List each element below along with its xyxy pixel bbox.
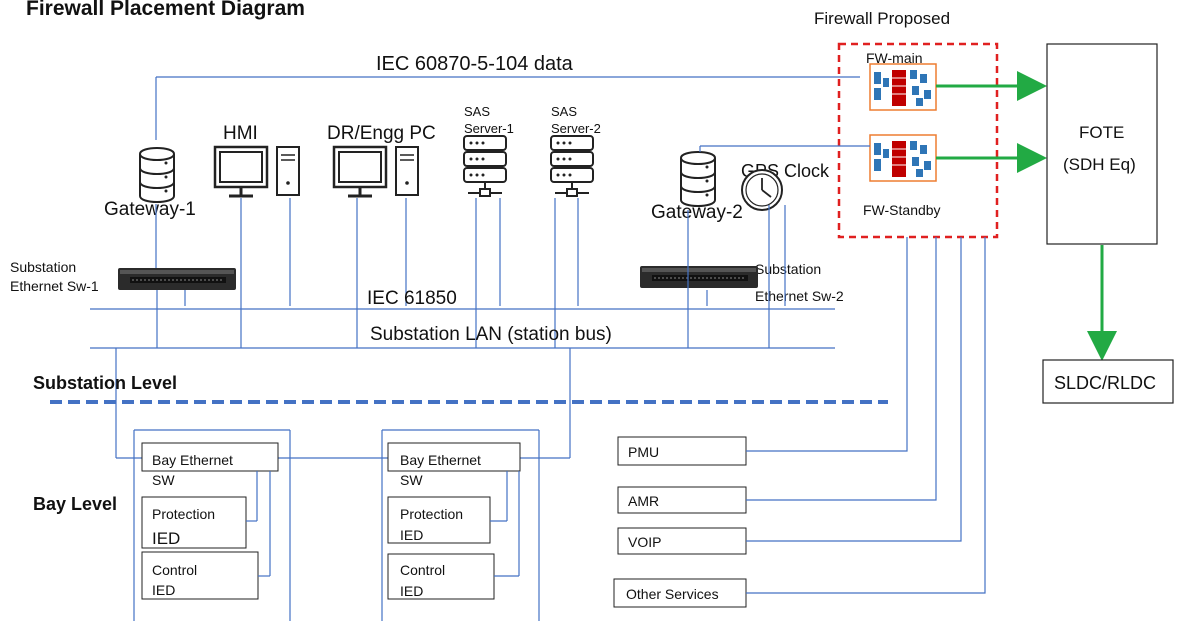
bay-level-label: Bay Level (33, 494, 117, 514)
bay2-control-label: Control (400, 562, 445, 578)
sas1-server-icon (463, 135, 507, 197)
lan-sub-label: Substation LAN (station bus) (370, 324, 612, 345)
hmi-label: HMI (223, 123, 258, 144)
bay2-protection-ied-label: IED (400, 527, 423, 543)
gateway2-label: Gateway-2 (651, 202, 743, 223)
fote-sub-label: (SDH Eq) (1063, 155, 1136, 174)
fw-main-icon (869, 63, 937, 111)
gateway1-database-icon (139, 147, 175, 203)
firewall-proposed-box (837, 42, 999, 239)
amr-box (617, 486, 747, 514)
voip-label: VOIP (628, 534, 661, 550)
bay2-ethernet-label: Bay Ethernet (400, 452, 481, 468)
sw1-sub-label: Ethernet Sw-1 (10, 278, 99, 294)
bay1-protection-label: Protection (152, 506, 215, 522)
lan-label: IEC 61850 (367, 288, 457, 309)
sldc-label: SLDC/RLDC (1054, 373, 1156, 393)
fote-label: FOTE (1079, 123, 1124, 142)
fote-box (1046, 43, 1158, 245)
bay1-sw-label: SW (152, 472, 175, 488)
substation-level-label: Substation Level (33, 373, 177, 393)
switch2-icon (639, 265, 759, 289)
sas1-sub-label: Server-1 (464, 121, 514, 136)
other-services-box (613, 578, 747, 608)
sas2-server-icon (550, 135, 594, 197)
diagram-title: Firewall Placement Diagram (26, 0, 305, 20)
gateway1-label: Gateway-1 (104, 199, 196, 220)
bay2-protection-label: Protection (400, 506, 463, 522)
gps-clock-face (745, 173, 779, 207)
voip-box (617, 527, 747, 555)
drpc-label: DR/Engg PC (327, 123, 436, 144)
sw1-label: Substation (10, 259, 76, 275)
pmu-box (617, 436, 747, 466)
amr-label: AMR (628, 493, 659, 509)
sldc-box (1042, 359, 1174, 404)
other-services-label: Other Services (626, 586, 719, 602)
sas2-label: SAS (551, 104, 577, 119)
bay2-control-ied-label: IED (400, 583, 423, 599)
bay-2 (381, 429, 540, 621)
drpc-computer-icon (332, 145, 420, 198)
service-links (746, 237, 986, 594)
sas2-sub-label: Server-2 (551, 121, 601, 136)
gps-clock-hand-minute (761, 189, 772, 198)
hmi-computer-icon (213, 145, 301, 198)
sw2-label: Substation (755, 261, 821, 277)
bay1-control-label: Control (152, 562, 197, 578)
device-drops (115, 198, 786, 459)
sw2-sub-label: Ethernet Sw-2 (755, 288, 844, 304)
bay1-ethernet-label: Bay Ethernet (152, 452, 233, 468)
bay1-protection-ied-label: IED (152, 529, 180, 548)
bay2-sw-label: SW (400, 472, 423, 488)
pmu-label: PMU (628, 444, 659, 460)
fw-main-label: FW-main (866, 50, 923, 66)
iec104-label: IEC 60870-5-104 data (376, 53, 574, 75)
switch1-icon (117, 267, 237, 291)
fw-standby-icon (869, 134, 937, 182)
sas1-label: SAS (464, 104, 490, 119)
gateway2-database-icon (680, 151, 716, 207)
firewall-proposed-label: Firewall Proposed (814, 9, 950, 28)
bay1-control-ied-label: IED (152, 582, 175, 598)
bay-1 (133, 429, 291, 621)
fw-standby-label: FW-Standby (863, 202, 941, 218)
